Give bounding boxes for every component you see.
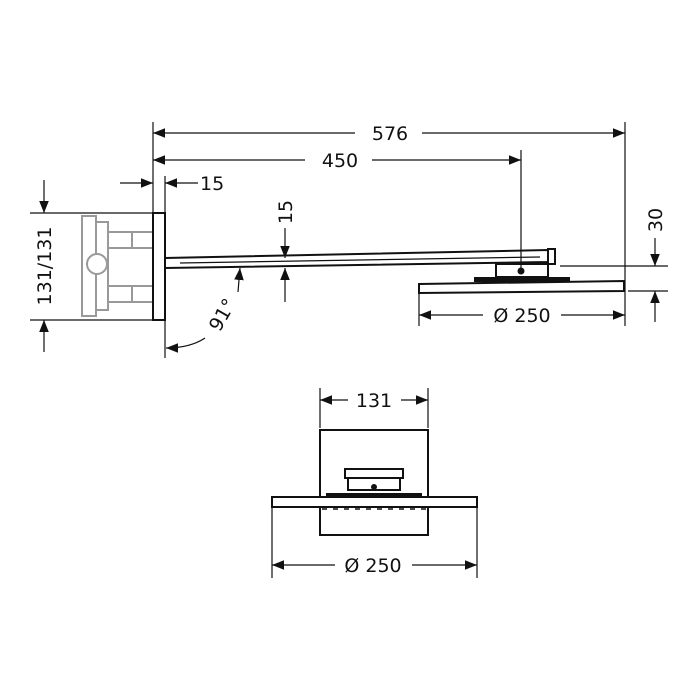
- dim-arm-length: 450: [322, 150, 358, 172]
- dim-head-diameter-top: Ø 250: [344, 555, 401, 577]
- wall-plate: [152, 212, 166, 321]
- dim-plate-thickness: 15: [200, 173, 224, 195]
- dim-plate-width: 131: [356, 390, 392, 412]
- dim-overall-length: 576: [372, 123, 408, 145]
- dim-arm-angle: 91°: [205, 295, 241, 335]
- shower-head-top: [271, 496, 478, 508]
- top-view: 131 Ø 250: [271, 388, 478, 578]
- dim-arm-thickness: 15: [275, 200, 297, 224]
- connector-screw: [517, 267, 525, 275]
- valve-body: [81, 215, 154, 317]
- dim-head-diameter-side: Ø 250: [493, 305, 550, 327]
- knob-top: [344, 468, 404, 479]
- dim-head-height: 30: [645, 208, 667, 232]
- shower-head-plate: [418, 279, 625, 295]
- head-base: [474, 277, 570, 282]
- side-view: 576 450 15 131/131 15 91° 30 Ø 250: [30, 122, 668, 358]
- shower-arm: [164, 248, 549, 270]
- arm-end-cap: [547, 248, 556, 265]
- dim-valve-height: 131/131: [34, 227, 56, 306]
